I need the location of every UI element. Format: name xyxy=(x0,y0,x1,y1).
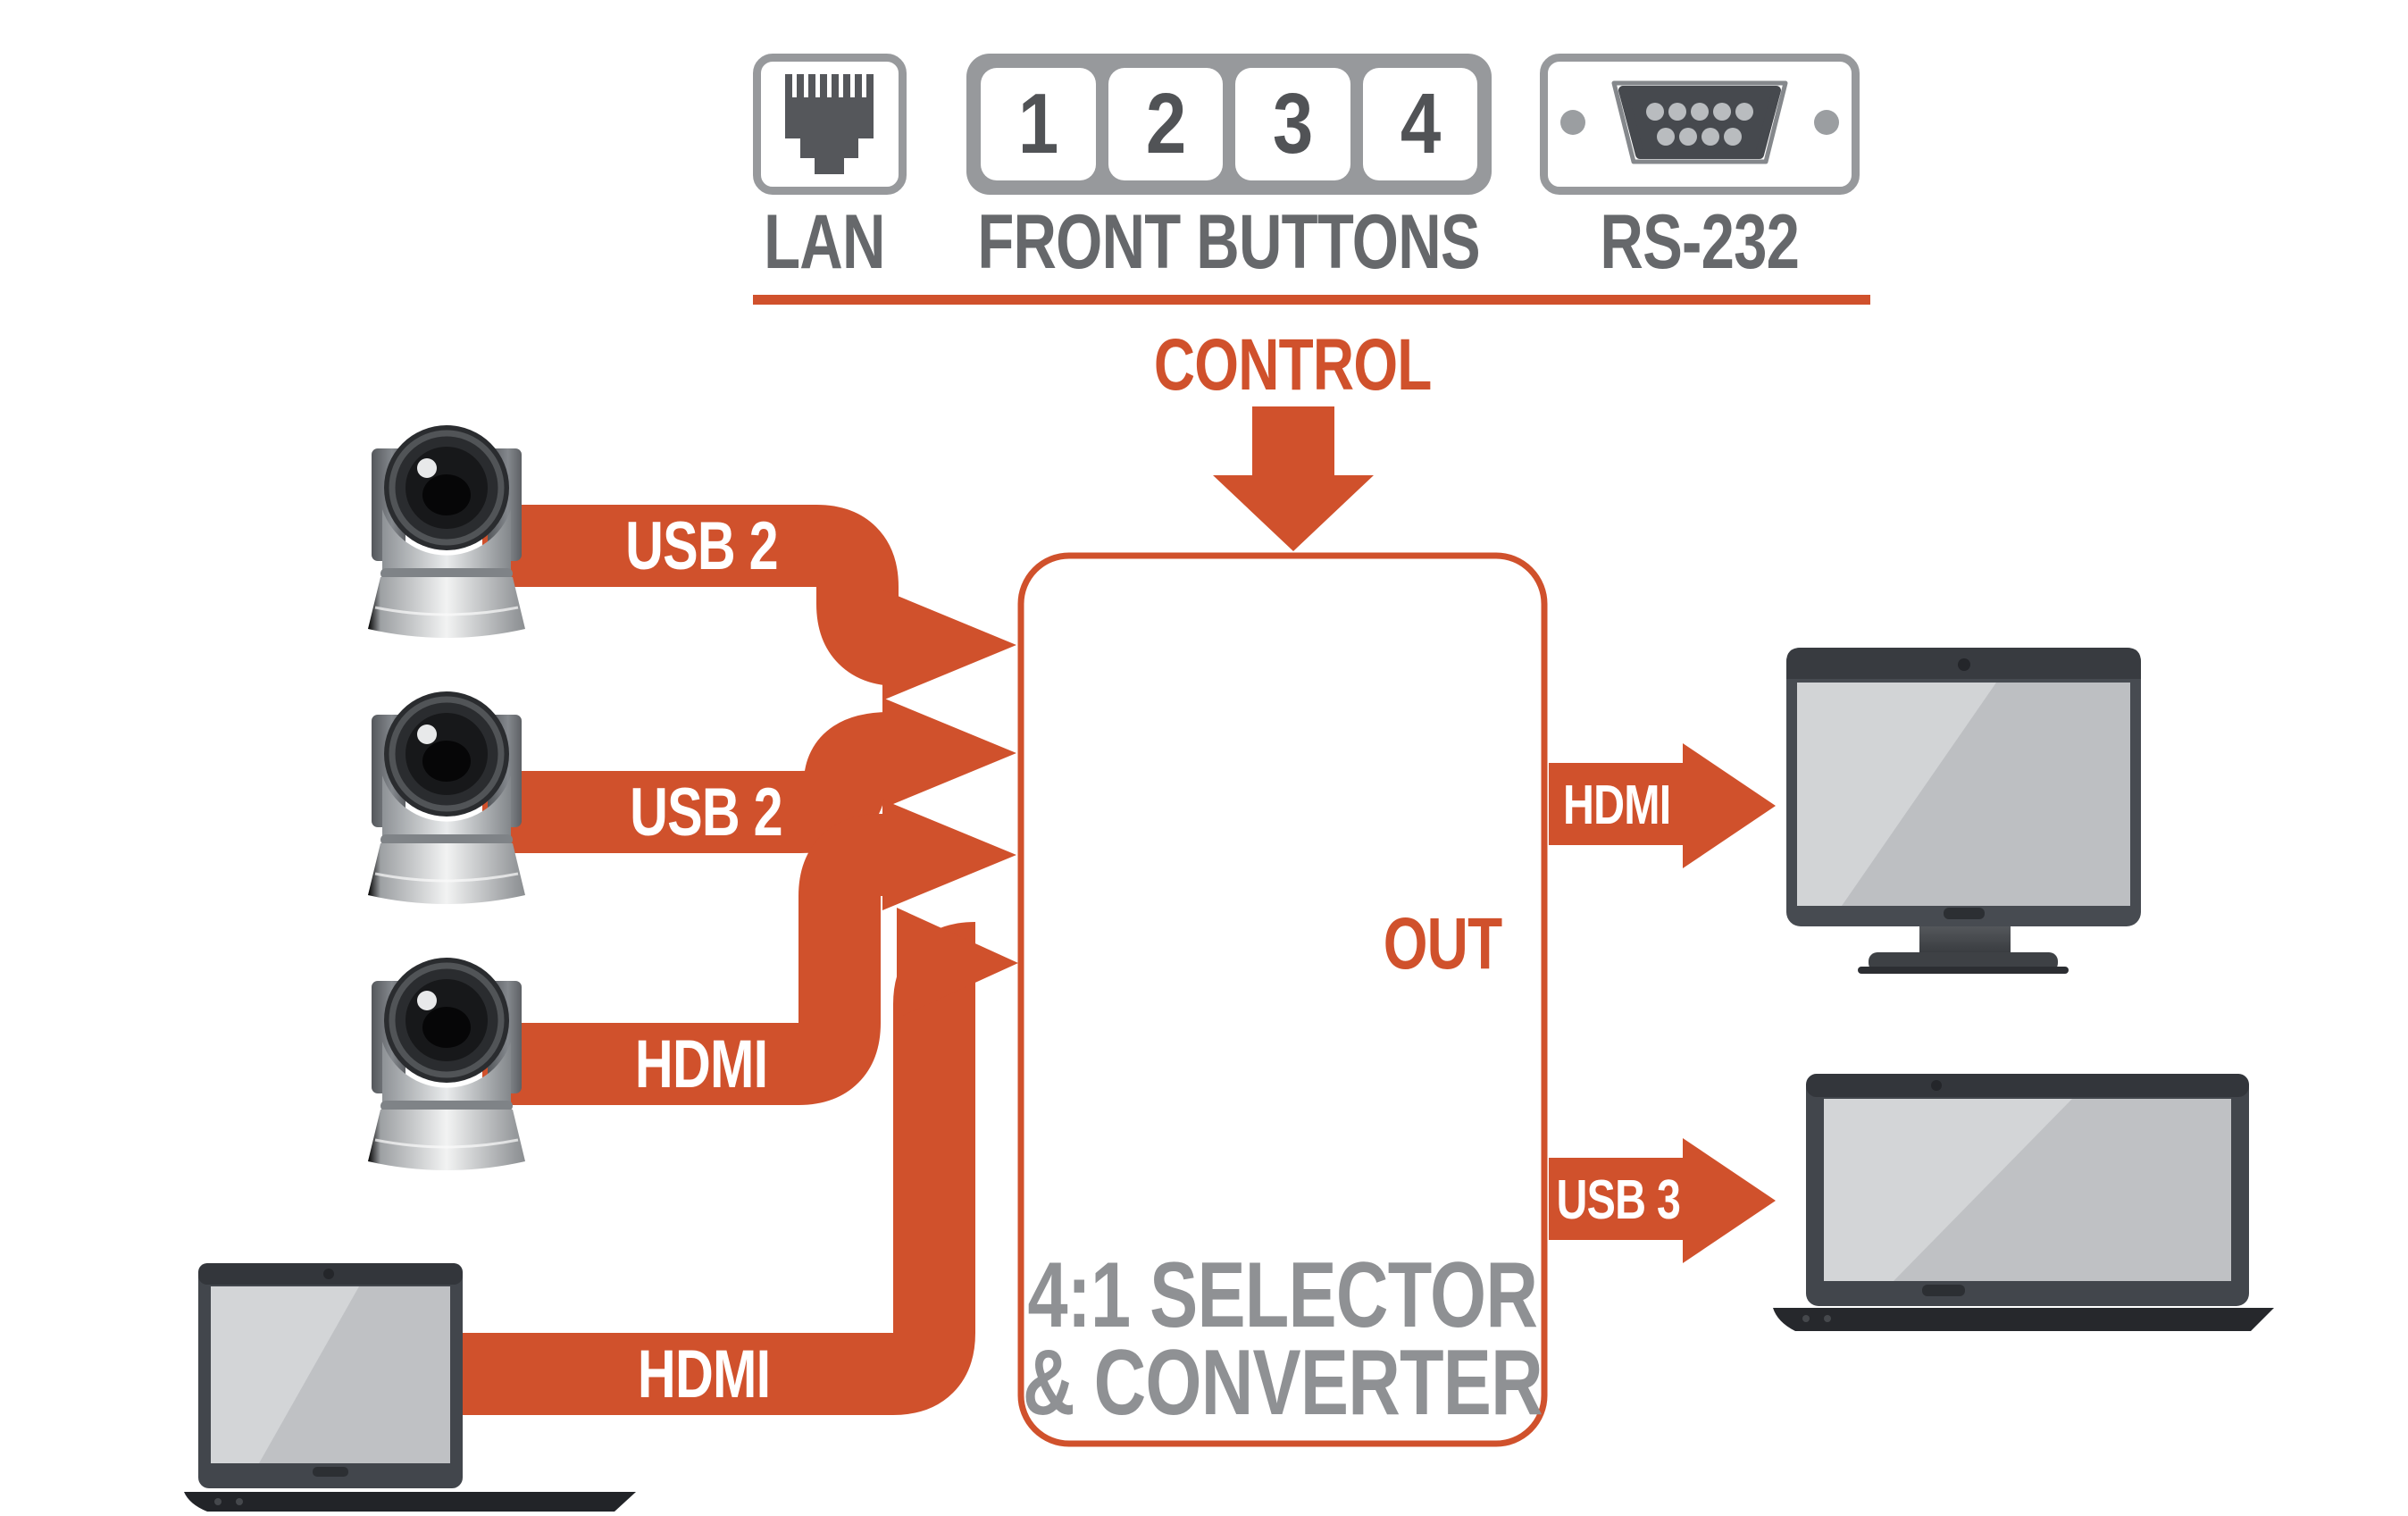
front-button-3[interactable]: 3 xyxy=(1235,68,1350,180)
input-arrowhead-3 xyxy=(882,800,1016,910)
input-band-1 xyxy=(482,505,940,686)
front-button-4[interactable]: 4 xyxy=(1362,68,1477,180)
input-label-1: USB 2 xyxy=(624,507,778,584)
monitor xyxy=(1786,648,2141,974)
selector-title-line1: 4:1 SELECTOR xyxy=(1027,1243,1538,1347)
input-arrowhead-1 xyxy=(882,590,1016,700)
input-arrowheads xyxy=(882,590,1018,1018)
output-label-hdmi: HDMI xyxy=(1562,774,1671,836)
source-laptop xyxy=(184,1263,636,1512)
rj45-icon xyxy=(785,74,874,174)
control-underline xyxy=(753,295,1870,305)
input-arrowhead-4 xyxy=(897,908,1018,1018)
output-arrow-usb3 xyxy=(1549,1138,1776,1263)
rs232-port xyxy=(1540,54,1860,195)
ptz-camera-2 xyxy=(368,691,525,904)
rs232-label: RS-232 xyxy=(1600,198,1801,285)
input-label-4: HDMI xyxy=(637,1336,771,1412)
input-band-3 xyxy=(482,814,922,1105)
input-band-2 xyxy=(482,712,931,853)
control-down-arrow xyxy=(1213,406,1374,551)
input-label-2: USB 2 xyxy=(629,774,782,850)
front-buttons-label: FRONT BUTTONS xyxy=(977,198,1481,285)
selector-title-line2: & CONVERTER xyxy=(1023,1330,1543,1435)
selector-box xyxy=(1017,552,1548,1447)
front-button-2[interactable]: 2 xyxy=(1108,68,1223,180)
input-arrowhead-2 xyxy=(882,698,1016,808)
output-label-usb3: USB 3 xyxy=(1556,1168,1681,1231)
out-label: OUT xyxy=(1383,903,1502,984)
front-buttons-panel: 1 2 3 4 xyxy=(966,54,1492,195)
output-arrow-hdmi xyxy=(1549,743,1776,868)
lan-label: LAN xyxy=(764,198,885,285)
db9-connector-icon xyxy=(1560,80,1839,164)
output-laptop xyxy=(1773,1074,2274,1331)
control-label: CONTROL xyxy=(1153,324,1433,406)
front-button-1[interactable]: 1 xyxy=(981,68,1096,180)
ptz-camera-1 xyxy=(368,425,525,638)
ptz-camera-3 xyxy=(368,958,525,1170)
input-label-3: HDMI xyxy=(634,1026,768,1102)
lan-port xyxy=(753,54,907,195)
